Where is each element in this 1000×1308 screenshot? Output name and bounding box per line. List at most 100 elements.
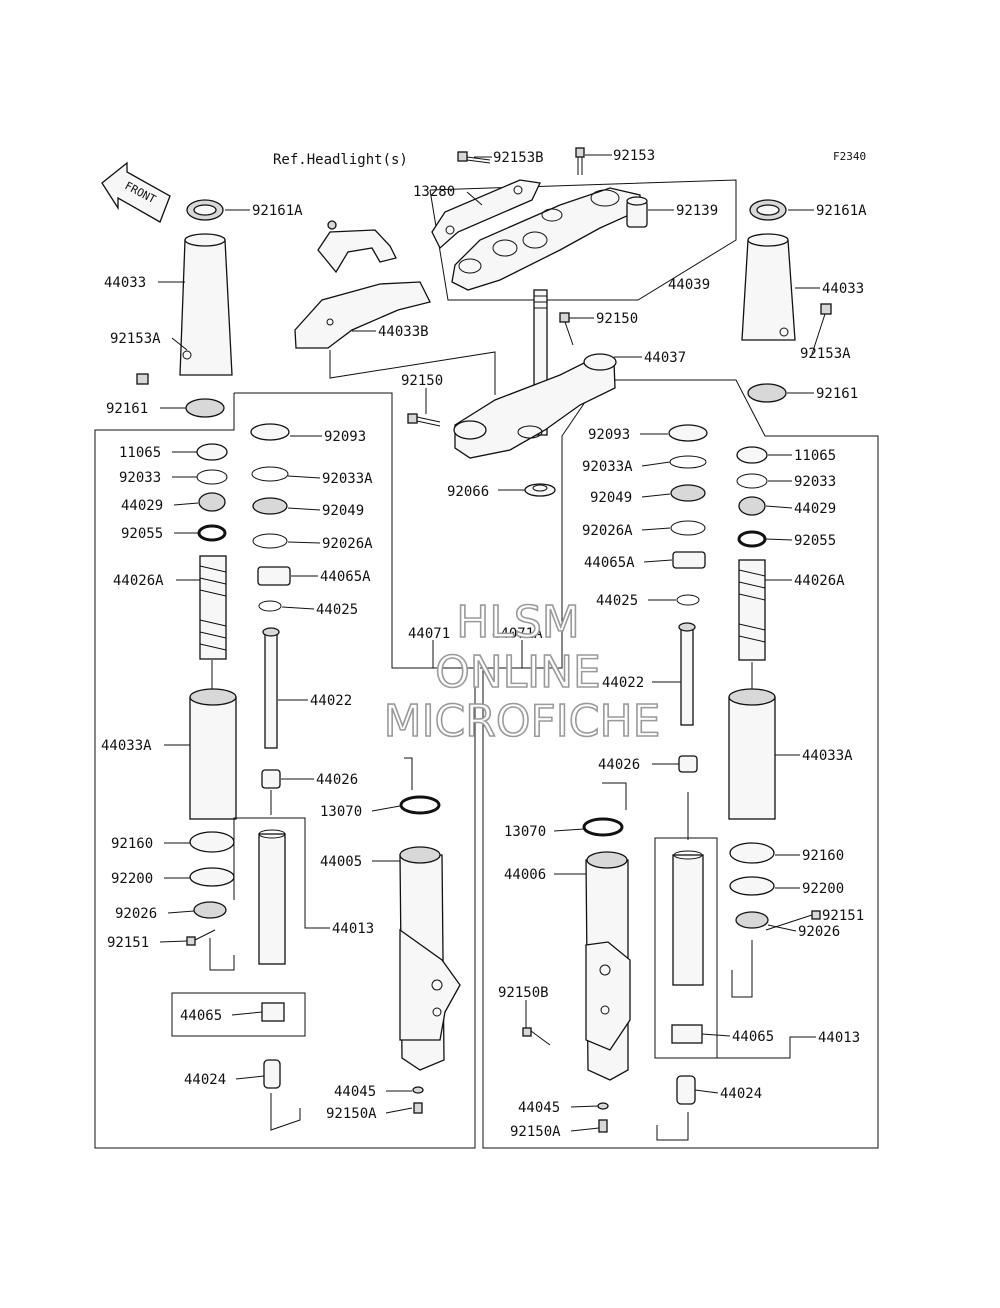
watermark: HLSM ONLINE MICROFICHE — [383, 596, 661, 748]
label-44033-left: 44033 — [104, 275, 146, 291]
seal-92066 — [524, 483, 556, 497]
bolt-92153 — [575, 147, 585, 175]
label-92200-right: 92200 — [802, 881, 844, 897]
label-44006: 44006 — [504, 867, 546, 883]
label-44013-right: 44013 — [818, 1030, 860, 1046]
label-92150a-right: 92150A — [510, 1124, 561, 1140]
label-92026-left: 92026 — [115, 906, 157, 922]
label-92139: 92139 — [676, 203, 718, 219]
label-44005: 44005 — [320, 854, 362, 870]
label-92161-right: 92161 — [816, 386, 858, 402]
label-44025-right: 44025 — [596, 593, 638, 609]
label-44026-right: 44026 — [598, 757, 640, 773]
label-92055-left: 92055 — [121, 526, 163, 542]
left-upper-cover-44033 — [136, 199, 233, 418]
label-92160-left: 92160 — [111, 836, 153, 852]
label-44033a-left: 44033A — [101, 738, 152, 754]
label-44026a-right: 44026A — [794, 573, 845, 589]
label-92153b: 92153B — [493, 150, 544, 166]
label-11065-right: 11065 — [794, 448, 836, 464]
label-44071: 44071 — [408, 626, 450, 642]
label-92150-right: 92150 — [596, 311, 638, 327]
ref-headlight-note: Ref.Headlight(s) — [273, 152, 408, 168]
label-92151-left: 92151 — [107, 935, 149, 951]
label-92150-left: 92150 — [401, 373, 443, 389]
label-92153-top: 92153 — [613, 148, 655, 164]
label-92033a-right: 92033A — [582, 459, 633, 475]
label-44065a-right: 44065A — [584, 555, 635, 571]
bolt-92153b — [457, 151, 491, 164]
label-44026a-left: 44026A — [113, 573, 164, 589]
right-fork-group-box — [480, 379, 879, 1149]
label-92150b: 92150B — [498, 985, 549, 1001]
label-44065-right: 44065 — [732, 1029, 774, 1045]
cover-group-line — [329, 350, 496, 395]
label-92200-left: 92200 — [111, 871, 153, 887]
label-92161a-left: 92161A — [252, 203, 303, 219]
label-44071a: 44071A — [492, 626, 543, 642]
label-92066: 92066 — [447, 484, 489, 500]
label-92049-right: 92049 — [590, 490, 632, 506]
label-44029-right: 44029 — [794, 501, 836, 517]
label-92055-right: 92055 — [794, 533, 836, 549]
headlight-cover-44033b — [294, 220, 431, 349]
label-92093-left: 92093 — [324, 429, 366, 445]
part-number-labels: Ref.Headlight(s) F2340 92153B 92153 1328… — [101, 148, 867, 1140]
label-92161-left: 92161 — [106, 401, 148, 417]
stem-bracket-44037 — [453, 289, 617, 459]
label-44033a-right: 44033A — [802, 748, 853, 764]
label-44037: 44037 — [644, 350, 686, 366]
label-92151-right: 92151 — [822, 908, 864, 924]
label-44024-left: 44024 — [184, 1072, 226, 1088]
front-direction-arrow: FRONT — [101, 161, 171, 223]
collar-92139 — [626, 196, 648, 228]
figure-code: F2340 — [833, 150, 866, 163]
label-44045-left: 44045 — [334, 1084, 376, 1100]
label-13280: 13280 — [413, 184, 455, 200]
label-92153a-left: 92153A — [110, 331, 161, 347]
top-bracket-group-box — [429, 179, 737, 301]
watermark-line-1: HLSM — [456, 597, 580, 648]
leader-lines — [158, 154, 826, 1132]
label-92161a-right: 92161A — [816, 203, 867, 219]
label-92093-right: 92093 — [588, 427, 630, 443]
label-92049-left: 92049 — [322, 503, 364, 519]
top-bracket-44039 — [451, 187, 641, 291]
label-44029-left: 44029 — [121, 498, 163, 514]
label-44013-left: 44013 — [332, 921, 374, 937]
label-92033-right: 92033 — [794, 474, 836, 490]
watermark-line-3: MICROFICHE — [384, 696, 661, 747]
label-92153a-right: 92153A — [800, 346, 851, 362]
right-fork-parts — [522, 424, 821, 1141]
right-upper-cover-44033 — [741, 199, 832, 403]
label-44065-left: 44065 — [180, 1008, 222, 1024]
label-13070-right: 13070 — [504, 824, 546, 840]
label-44022-right: 44022 — [602, 675, 644, 691]
bolt-92150-left — [407, 413, 441, 427]
left-outer-tube-bracket — [171, 992, 306, 1037]
cover-13280 — [431, 179, 541, 250]
label-13070-left: 13070 — [320, 804, 362, 820]
label-44045-right: 44045 — [518, 1100, 560, 1116]
label-92033a-left: 92033A — [322, 471, 373, 487]
label-92150a-left: 92150A — [326, 1106, 377, 1122]
label-11065-left: 11065 — [119, 445, 161, 461]
left-fork-parts — [186, 423, 461, 1131]
label-44033b: 44033B — [378, 324, 429, 340]
label-92033-left: 92033 — [119, 470, 161, 486]
label-92026a-right: 92026A — [582, 523, 633, 539]
label-44039: 44039 — [668, 277, 710, 293]
label-92026a-left: 92026A — [322, 536, 373, 552]
left-fork-group-box — [94, 392, 476, 1149]
label-44025-left: 44025 — [316, 602, 358, 618]
label-44033-right: 44033 — [822, 281, 864, 297]
label-92160-right: 92160 — [802, 848, 844, 864]
label-92026-right: 92026 — [798, 924, 840, 940]
watermark-line-2: ONLINE — [435, 647, 601, 698]
label-44022-left: 44022 — [310, 693, 352, 709]
right-inner-tube-bracket — [654, 837, 718, 1059]
label-44024-right: 44024 — [720, 1086, 762, 1102]
label-44065a-left: 44065A — [320, 569, 371, 585]
